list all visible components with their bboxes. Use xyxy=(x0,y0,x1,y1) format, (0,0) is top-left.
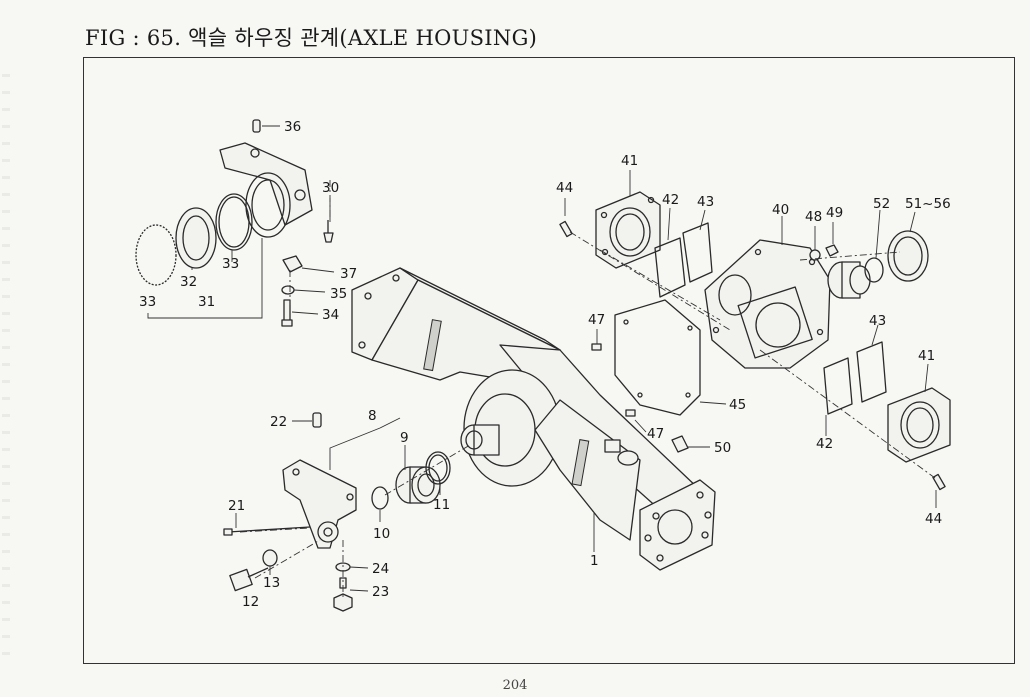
callout-44-top: 44 xyxy=(556,180,573,196)
callout-44-bottom: 44 xyxy=(925,511,942,527)
callout-24: 24 xyxy=(372,561,389,577)
callout-40: 40 xyxy=(772,202,789,218)
callout-42-bottom: 42 xyxy=(816,436,833,452)
page-number: 204 xyxy=(502,678,528,693)
diagram-frame xyxy=(83,57,1015,664)
scan-margin xyxy=(2,60,10,660)
callout-47-top: 47 xyxy=(588,312,605,328)
callout-33-left: 33 xyxy=(139,294,156,310)
callout-8: 8 xyxy=(368,408,377,424)
upper-bracket-group xyxy=(135,119,334,327)
callout-50: 50 xyxy=(714,440,731,456)
callout-32: 32 xyxy=(180,274,197,290)
callout-1: 1 xyxy=(590,553,599,569)
lower-bracket-group xyxy=(223,412,451,612)
callout-43-bottom: 43 xyxy=(869,313,886,329)
callout-leaders xyxy=(147,125,937,592)
figure-title: FIG : 65. 액슬 하우징 관계(AXLE HOUSING) xyxy=(85,26,538,50)
callout-45: 45 xyxy=(729,397,746,413)
callout-43-top: 43 xyxy=(697,194,714,210)
callout-37: 37 xyxy=(340,266,357,282)
callout-49: 49 xyxy=(826,205,843,221)
callout-41-bottom: 41 xyxy=(918,348,935,364)
callout-41-top: 41 xyxy=(621,153,638,169)
callout-22: 22 xyxy=(270,414,287,430)
callout-23: 23 xyxy=(372,584,389,600)
callout-42-top: 42 xyxy=(662,192,679,208)
assembly-lines xyxy=(239,180,936,598)
callout-30: 30 xyxy=(322,180,339,196)
callout-labels: 36 30 33 32 33 31 37 35 34 22 8 9 11 10 … xyxy=(139,119,951,610)
callout-34: 34 xyxy=(322,307,339,323)
callout-48: 48 xyxy=(805,209,822,225)
axle-housing-body xyxy=(351,267,716,571)
callout-13: 13 xyxy=(263,575,280,591)
callout-21: 21 xyxy=(228,498,245,514)
callout-12: 12 xyxy=(242,594,259,610)
callout-9: 9 xyxy=(400,430,409,446)
callout-33-right: 33 xyxy=(222,256,239,272)
right-cover-group xyxy=(559,191,951,491)
callout-47-bottom: 47 xyxy=(647,426,664,442)
callout-51-56: 51~56 xyxy=(905,196,951,212)
callout-11: 11 xyxy=(433,497,450,513)
callout-36: 36 xyxy=(284,119,301,135)
callout-10: 10 xyxy=(373,526,390,542)
callout-31: 31 xyxy=(198,294,215,310)
callout-52: 52 xyxy=(873,196,890,212)
callout-35: 35 xyxy=(330,286,347,302)
